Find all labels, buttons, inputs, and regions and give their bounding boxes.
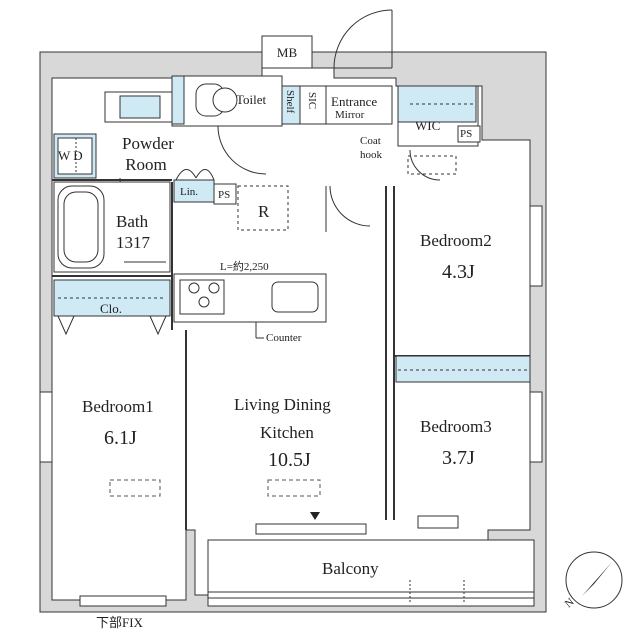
bath: [53, 181, 171, 273]
bedroom2-name-label: Bedroom2: [420, 231, 492, 250]
closet-bedroom3: [395, 355, 531, 383]
wic-label: WIC: [415, 118, 441, 133]
counter-label: Counter: [266, 332, 302, 344]
fixed-window-label: 下部FIX: [96, 615, 143, 630]
ldk-size-label: 10.5J: [268, 449, 311, 471]
hall-doors: [217, 125, 371, 232]
bedroom1-size-label: 6.1J: [104, 427, 137, 449]
windows: [39, 205, 543, 607]
bedroom3-name-label: Bedroom3: [420, 417, 492, 436]
ps-top-label: PS: [460, 128, 473, 140]
furniture-hints: [109, 479, 321, 497]
bedroom1-name-label: Bedroom1: [82, 397, 154, 416]
balcony-area: [207, 539, 535, 607]
powder-room-label-1: Powder: [122, 134, 174, 153]
interior-walls: [52, 179, 530, 530]
ldk-name-label-1: Living Dining: [234, 395, 331, 414]
counter-length-label: L=約2,250: [220, 261, 269, 273]
mb-label: MB: [276, 45, 298, 60]
toilet-label: Toilet: [236, 92, 267, 107]
bath-size-label: 1317: [116, 233, 150, 252]
washer-area: [53, 133, 161, 219]
mb-room: [261, 35, 313, 69]
bath-name-label: Bath: [116, 212, 149, 231]
closet-label: Clo.: [100, 301, 123, 316]
closet-bedroom1: [53, 279, 171, 336]
ps-mid-label: PS: [218, 189, 231, 201]
entrance-door[interactable]: [333, 9, 393, 69]
shelf-label: Shelf: [284, 90, 296, 114]
ldk-entry-marker: [310, 512, 320, 520]
linen-label: Lin.: [180, 186, 199, 198]
ldk-name-label-2: Kitchen: [260, 423, 314, 442]
bedroom2-size-label: 4.3J: [442, 261, 475, 283]
powder-room-label-2: Room: [125, 155, 167, 174]
top-wet-area: [104, 75, 393, 127]
wic: [397, 85, 481, 181]
coat-hook-label-1: Coat: [360, 135, 381, 147]
wd-label: W D: [58, 148, 83, 163]
balcony-label: Balcony: [322, 559, 379, 578]
refrigerator-label: R: [258, 202, 270, 221]
coat-hook-label-2: hook: [360, 149, 382, 161]
kitchen-counter: [173, 273, 327, 339]
linen-and-ps: [173, 169, 237, 205]
bedroom3-size-label: 3.7J: [442, 447, 475, 469]
mirror-label: Mirror: [335, 109, 365, 121]
sic-label: SIC: [306, 92, 318, 110]
compass-icon: [565, 551, 623, 609]
entrance-label: Entrance: [331, 94, 378, 109]
